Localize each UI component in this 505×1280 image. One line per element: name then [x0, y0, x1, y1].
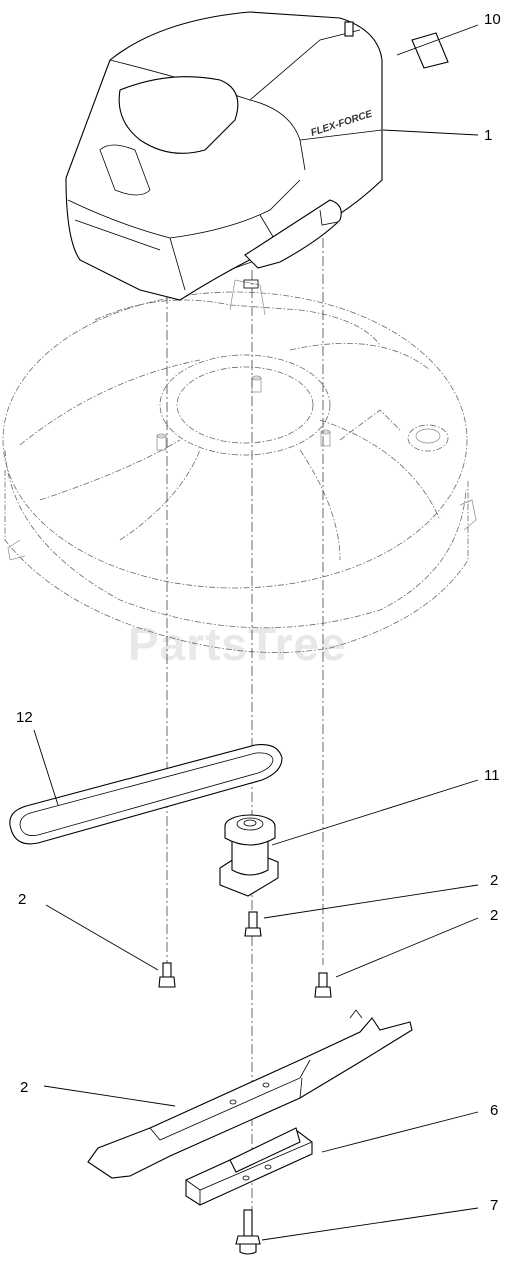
- callout-10: 10: [484, 11, 501, 28]
- bolt-right: [314, 972, 332, 998]
- decal-strip: [411, 32, 449, 69]
- watermark: PartsTree: [128, 618, 347, 670]
- callout-2-center: 2: [490, 872, 498, 889]
- blade-stiffener: [185, 1127, 313, 1206]
- callout-6: 2: [20, 1079, 28, 1096]
- assembly-axis-lines: [166, 220, 324, 1230]
- belt: [9, 743, 283, 845]
- callout-2-left: 2: [18, 891, 26, 908]
- motor-housing: FLEX-FORCE: [65, 11, 383, 301]
- callout-12: 12: [16, 709, 33, 726]
- callout-7: 6: [490, 1102, 498, 1119]
- blade-adapter: [219, 814, 279, 897]
- blade-bolt: [235, 1209, 261, 1255]
- callout-11: 11: [484, 767, 500, 784]
- callout-labels: 10 1 12 11 2 2 2 2 6 7: [16, 11, 501, 1214]
- callout-2-right: 2: [490, 907, 498, 924]
- leader-lines: [33, 24, 479, 1241]
- callout-1: 1: [484, 127, 492, 144]
- blade: [87, 1009, 413, 1179]
- bolt-left: [158, 962, 176, 988]
- callout-8: 7: [490, 1197, 498, 1214]
- bolt-center: [244, 911, 262, 937]
- mower-deck-phantom: [2, 279, 477, 653]
